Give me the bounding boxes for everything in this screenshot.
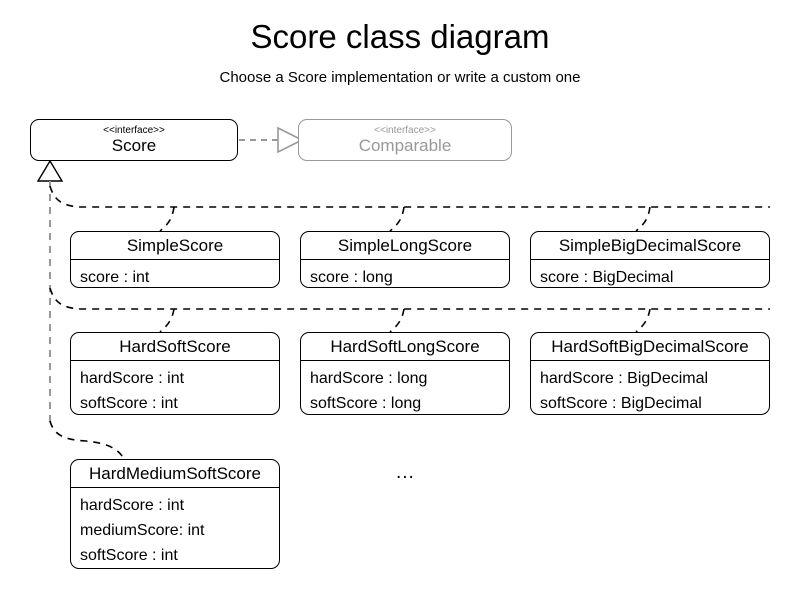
class-box-hardsoftbigdecimalscore[interactable]: HardSoftBigDecimalScore hardScore : BigD… [530, 332, 770, 415]
realization-score-to-comparable [239, 126, 304, 154]
class-attributes: score : int [71, 260, 279, 287]
attribute: hardScore : int [80, 497, 185, 514]
class-title: HardSoftBigDecimalScore [531, 333, 769, 361]
attribute: hardScore : BigDecimal [540, 370, 709, 387]
class-attributes: score : long [301, 260, 509, 287]
class-box-hardmediumsoftscore[interactable]: HardMediumSoftScore hardScore : int medi… [70, 459, 280, 569]
page-subtitle: Choose a Score implementation or write a… [219, 69, 581, 86]
class-name: Comparable [358, 136, 452, 155]
class-title: SimpleScore [71, 232, 279, 260]
attribute: hardScore : long [310, 370, 428, 387]
class-title: HardSoftLongScore [301, 333, 509, 361]
more-classes-ellipsis: ... [396, 462, 415, 483]
attribute: softScore : int [80, 547, 178, 564]
class-box-score[interactable]: <<interface>> Score [30, 119, 238, 161]
class-box-comparable[interactable]: <<interface>> Comparable [298, 119, 512, 161]
class-box-hardsoftscore[interactable]: HardSoftScore hardScore : int softScore … [70, 332, 280, 415]
class-title-score: <<interface>> Score [31, 120, 237, 159]
attribute: hardScore : int [80, 370, 185, 387]
attribute: softScore : long [310, 395, 422, 412]
class-attributes: hardScore : int softScore : int [71, 361, 279, 414]
class-title: HardSoftScore [71, 333, 279, 361]
class-box-simplebigdecimalscore[interactable]: SimpleBigDecimalScore score : BigDecimal [530, 231, 770, 288]
class-box-hardsoftlongscore[interactable]: HardSoftLongScore hardScore : long softS… [300, 332, 510, 415]
class-attributes: score : BigDecimal [531, 260, 769, 287]
class-title: SimpleBigDecimalScore [531, 232, 769, 260]
class-attributes: hardScore : long softScore : long [301, 361, 509, 414]
attribute: score : int [80, 269, 150, 286]
inheritance-branch-row3 [49, 420, 125, 460]
stereotype-label: <<interface>> [374, 125, 436, 136]
class-box-simplescore[interactable]: SimpleScore score : int [70, 231, 280, 288]
class-title-comparable: <<interface>> Comparable [299, 120, 511, 159]
class-title: SimpleLongScore [301, 232, 509, 260]
class-name: Score [111, 136, 157, 155]
class-box-simplelongscore[interactable]: SimpleLongScore score : long [300, 231, 510, 288]
attribute: score : long [310, 269, 393, 286]
inheritance-triangle-score [36, 159, 64, 182]
attribute: softScore : BigDecimal [540, 395, 702, 412]
inheritance-branches-row2 [49, 287, 770, 333]
stereotype-label: <<interface>> [103, 125, 165, 136]
class-attributes: hardScore : int mediumScore: int softSco… [71, 488, 279, 568]
page-title: Score class diagram [250, 18, 550, 55]
inheritance-branches-row1 [49, 185, 770, 232]
attribute: score : BigDecimal [540, 269, 674, 286]
attribute: mediumScore: int [80, 522, 205, 539]
class-attributes: hardScore : BigDecimal softScore : BigDe… [531, 361, 769, 414]
class-title: HardMediumSoftScore [71, 460, 279, 488]
attribute: softScore : int [80, 395, 178, 412]
